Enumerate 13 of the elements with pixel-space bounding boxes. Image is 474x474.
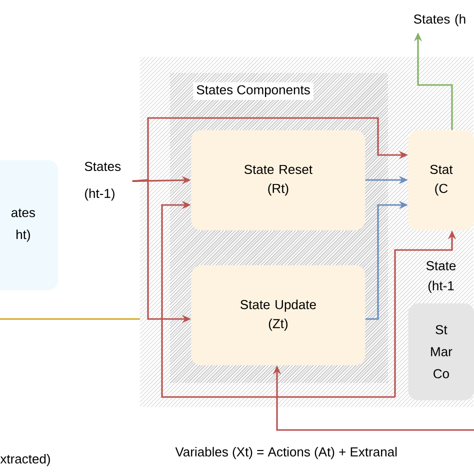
output-label: States (h (414, 14, 466, 26)
info-box: ates ht) (0, 160, 58, 290)
text-label: Variables (Xt) = Actions (At) + Extranal (175, 446, 397, 460)
text-label: xtracted) (0, 454, 50, 466)
text-label: State (ht-1 (426, 261, 456, 293)
connector-line (0, 318, 140, 320)
structure-box: St Mar Co (408, 303, 474, 400)
panel-title: States Components (193, 82, 314, 100)
state-reset-box: State Reset (Rt) (191, 130, 366, 230)
input-label: States (ht-1) (84, 162, 121, 201)
state-update-box: State Update (Zt) (191, 265, 366, 366)
state-box: Stat (C (408, 130, 474, 230)
arrow (161, 200, 395, 398)
